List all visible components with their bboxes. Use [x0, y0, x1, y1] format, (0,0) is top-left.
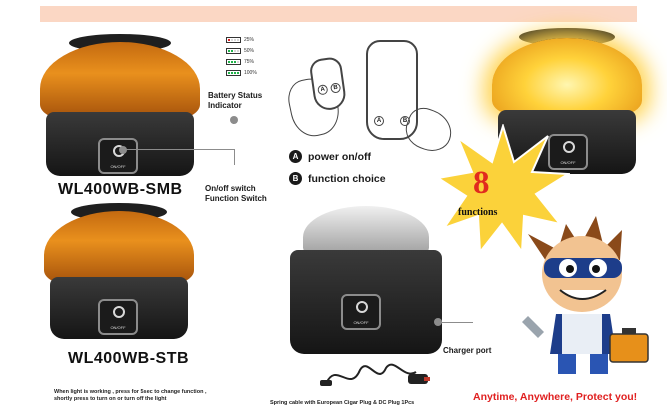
functions-starburst [436, 124, 570, 255]
functions-count: 8 [473, 165, 490, 201]
battery-icon [226, 48, 241, 54]
battery-icon [226, 70, 241, 76]
battery-level-label: 25% [244, 37, 255, 43]
battery-level-row: 100% [226, 70, 257, 76]
model-stb: WL400WB-STB [68, 350, 190, 367]
battery-level-label: 50% [244, 48, 255, 54]
battery-icon [226, 59, 241, 65]
superhero-mascot [522, 216, 649, 374]
battery-level-label: 100% [244, 70, 257, 76]
beacon-lit: ON/OFF [492, 28, 642, 176]
switch-pointer-dot [119, 146, 127, 154]
charger-pointer-dot [434, 318, 442, 326]
slogan: Anytime, Anywhere, Protect you! [473, 391, 638, 403]
onoff-switch-label: On/off switch Function Switch [205, 184, 267, 203]
battery-level-label: 75% [244, 59, 255, 65]
functions-text: functions [458, 207, 498, 218]
battery-level-row: 50% [226, 48, 254, 54]
battery-level-row: 25% [226, 37, 254, 43]
key-badge: B [289, 172, 302, 185]
model-smb: WL400WB-SMB [58, 181, 183, 198]
battery-pointer-dot [230, 116, 238, 124]
battery-icon [226, 37, 241, 43]
charger-port-label: Charger port [443, 346, 492, 355]
battery-status-label: Battery Status Indicator [208, 91, 263, 110]
beacon-smb: ON/OFF [40, 34, 200, 178]
remote-large: A B [366, 40, 418, 140]
function-text: power on/off [308, 150, 371, 163]
spring-cable [320, 363, 430, 386]
beacon-charger: ON/OFF [283, 206, 449, 356]
function-text: function choice [308, 172, 386, 185]
top-banner [40, 6, 637, 22]
battery-level-row: 75% [226, 59, 254, 65]
key-badge: A [289, 150, 302, 163]
cable-note: Spring cable with European Cigar Plug & … [270, 400, 415, 406]
beacon-stb: ON/OFF [44, 203, 194, 341]
instruction-note: When light is working , press for 5sec t… [54, 389, 207, 402]
